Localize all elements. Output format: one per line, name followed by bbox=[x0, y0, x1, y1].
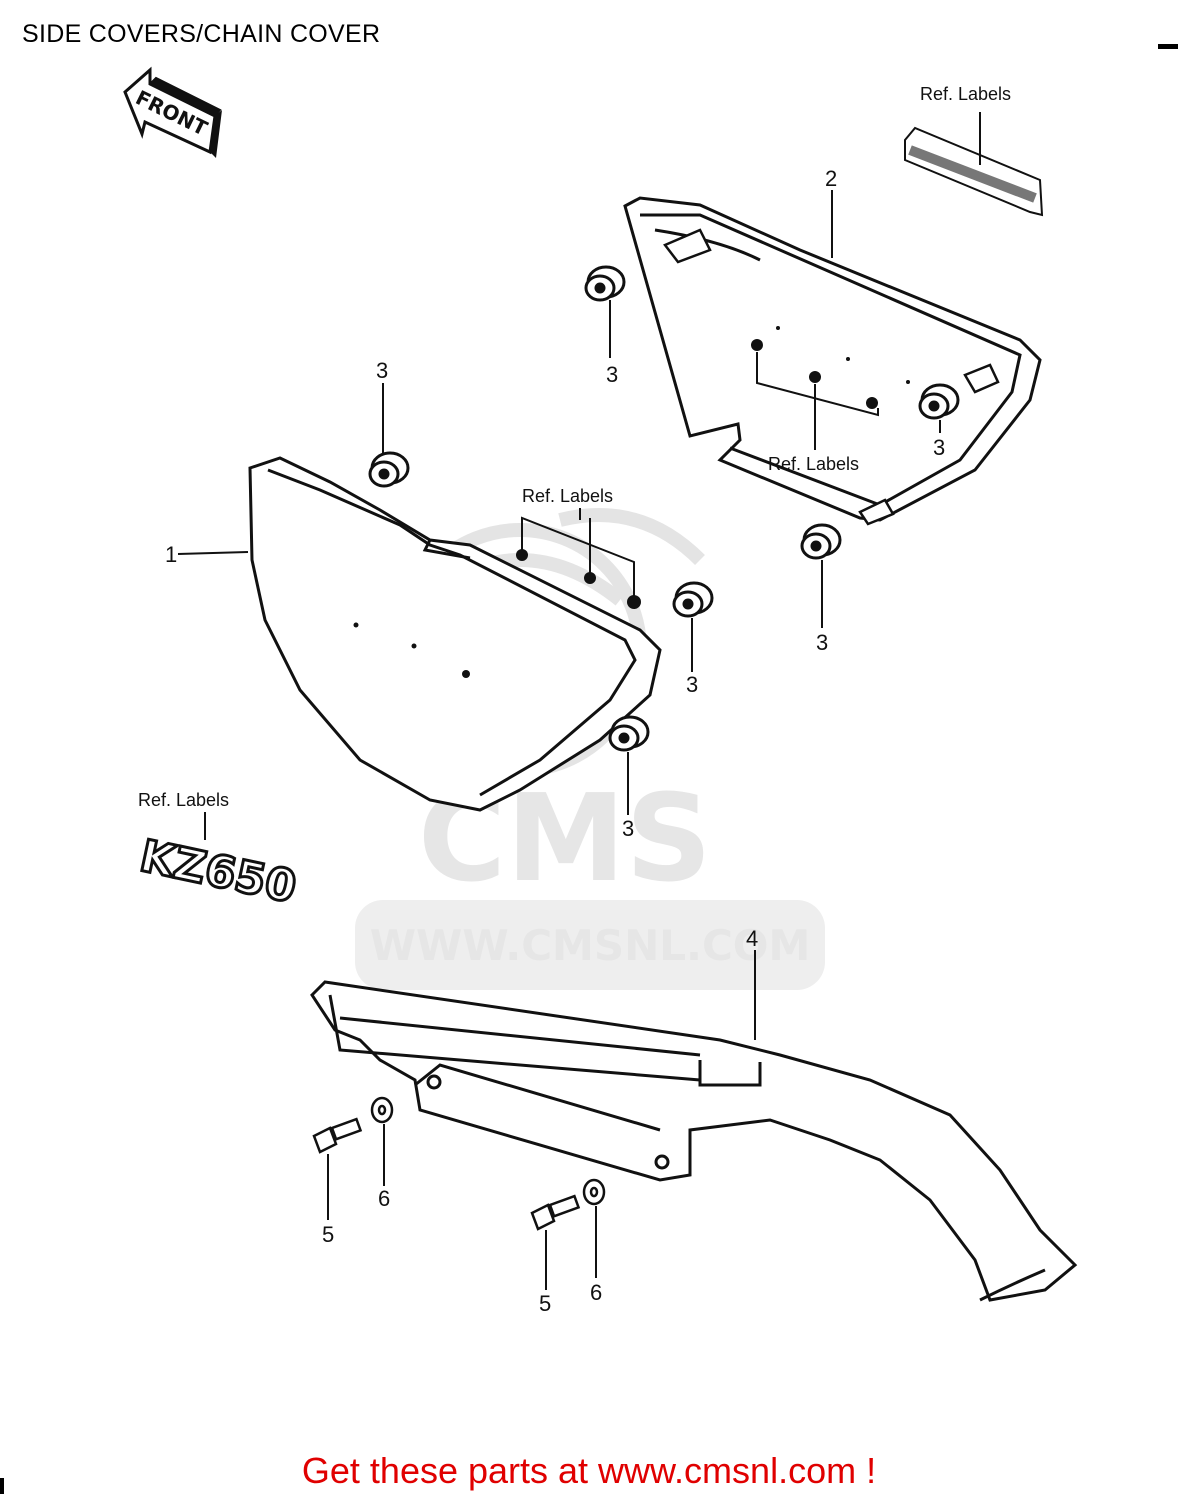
callout-3: 3 bbox=[622, 816, 634, 841]
callout-3: 3 bbox=[686, 672, 698, 697]
leader-lines bbox=[177, 190, 941, 1290]
ref-label-strip-icon bbox=[904, 112, 1044, 217]
ref-labels-text: Ref. Labels bbox=[138, 790, 229, 810]
callout-4: 4 bbox=[746, 926, 758, 951]
emblem-text: KZ650 bbox=[136, 831, 301, 914]
bolt-icon bbox=[530, 1194, 581, 1231]
grommet-icon bbox=[918, 383, 960, 420]
callout-5: 5 bbox=[539, 1291, 551, 1316]
grommet-icon bbox=[368, 451, 410, 488]
corner-mark-bottom-left bbox=[0, 1478, 4, 1494]
callout-3: 3 bbox=[933, 435, 945, 460]
ref-labels-bracket-2 bbox=[756, 352, 879, 450]
ref-labels-bracket-1 bbox=[521, 516, 635, 598]
ref-labels-group: Ref. Labels Ref. Labels Ref. Labels Ref.… bbox=[138, 84, 1011, 810]
grommet-icon bbox=[584, 265, 626, 302]
grommet-icon bbox=[672, 581, 714, 618]
page-title: SIDE COVERS/CHAIN COVER bbox=[22, 20, 381, 48]
bolt-icon bbox=[312, 1117, 363, 1154]
callout-2: 2 bbox=[825, 166, 837, 191]
watermark-url-text: WWW.CMSNL.COM bbox=[370, 921, 811, 970]
callout-3: 3 bbox=[606, 362, 618, 387]
footer-link[interactable]: Get these parts at www.cmsnl.com ! bbox=[301, 1450, 877, 1491]
part-4-chain-cover bbox=[310, 980, 1078, 1302]
callout-6: 6 bbox=[378, 1186, 390, 1211]
callout-3: 3 bbox=[816, 630, 828, 655]
grommet-icon bbox=[800, 523, 842, 560]
kz650-emblem-icon: KZ650 bbox=[134, 812, 302, 915]
bolt-icons bbox=[312, 1117, 581, 1231]
ref-labels-text: Ref. Labels bbox=[920, 84, 1011, 104]
callout-3: 3 bbox=[376, 358, 388, 383]
callout-1: 1 bbox=[165, 542, 177, 567]
watermark-url-badge bbox=[355, 900, 825, 990]
callout-6: 6 bbox=[590, 1280, 602, 1305]
front-arrow-icon: FRONT bbox=[123, 66, 222, 158]
corner-mark-top-right bbox=[1158, 44, 1178, 49]
washer-icon bbox=[582, 1178, 606, 1206]
ref-labels-text: Ref. Labels bbox=[768, 454, 859, 474]
washer-icons bbox=[370, 1096, 606, 1206]
label-dots-1 bbox=[516, 549, 641, 609]
grommet-icon bbox=[608, 715, 650, 752]
ref-labels-text: Ref. Labels bbox=[522, 486, 613, 506]
part-2-right-side-cover bbox=[623, 196, 1042, 526]
washer-icon bbox=[370, 1096, 394, 1124]
callout-5: 5 bbox=[322, 1222, 334, 1247]
grommet-icons bbox=[368, 265, 960, 752]
callouts: 1 2 3 3 3 3 3 3 4 5 5 6 6 bbox=[165, 166, 945, 1316]
